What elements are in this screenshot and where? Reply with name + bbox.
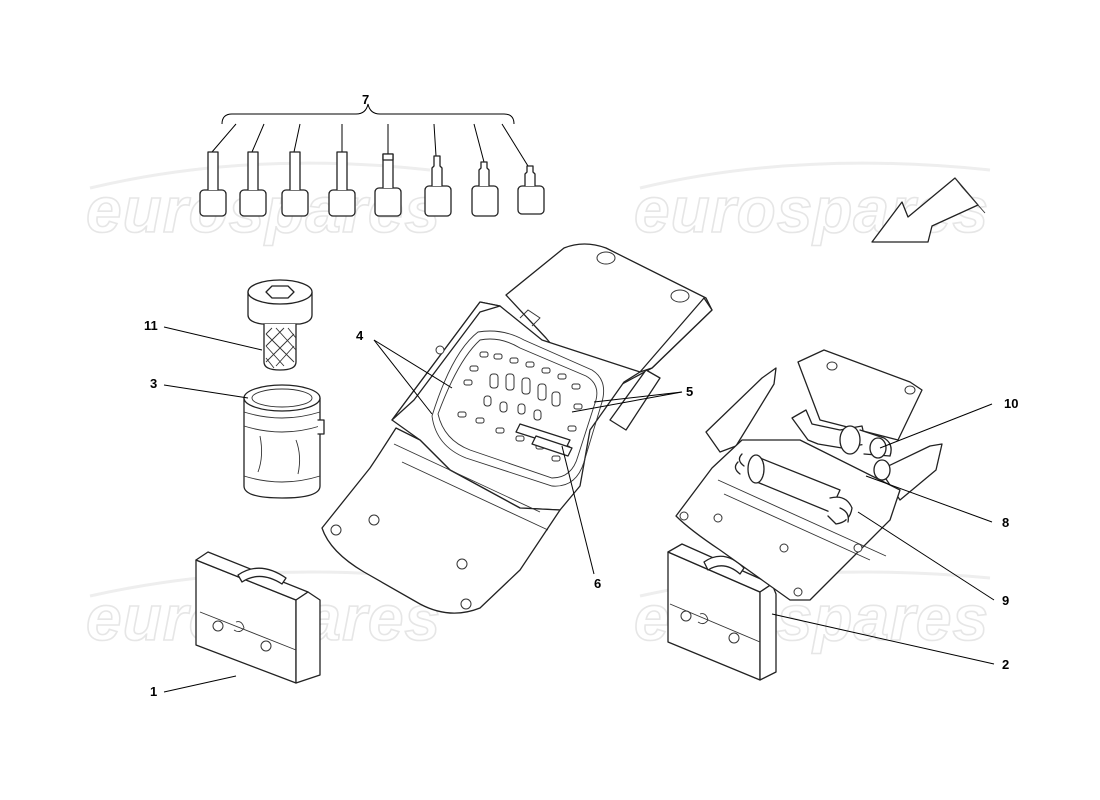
callout-1: 1 (150, 684, 157, 699)
jack-tool (791, 409, 892, 481)
open-tool-roll (321, 243, 713, 614)
socket-icon (471, 161, 499, 217)
socket-icon (374, 153, 402, 217)
socket-icon (328, 151, 356, 217)
socket-icon (239, 151, 267, 217)
callout-11: 11 (144, 318, 158, 333)
callout-2: 2 (1002, 657, 1009, 672)
socket-icon (199, 151, 227, 217)
leader-lines (163, 326, 995, 693)
socket-icon (424, 155, 452, 217)
arrow-icon (871, 177, 986, 243)
tool-slots (457, 351, 583, 462)
closed-case-left (195, 551, 321, 684)
callout-7: 7 (362, 92, 369, 107)
callout-3: 3 (150, 376, 157, 391)
wrench-roll (734, 453, 853, 525)
callout-6: 6 (594, 576, 601, 591)
callout-9: 9 (1002, 593, 1009, 608)
callout-8: 8 (1002, 515, 1009, 530)
pouch-case (243, 384, 325, 499)
closed-case-right (667, 543, 777, 681)
callout-labels: 7 11 3 1 4 5 6 10 8 9 2 (144, 92, 1018, 699)
socket-set (199, 103, 545, 217)
wheel-socket (247, 279, 313, 371)
callout-5: 5 (686, 384, 693, 399)
callout-10: 10 (1004, 396, 1018, 411)
open-tool-roll-right (675, 349, 943, 601)
callout-4: 4 (356, 328, 364, 343)
socket-icon (517, 165, 545, 215)
socket-icon (281, 151, 309, 217)
